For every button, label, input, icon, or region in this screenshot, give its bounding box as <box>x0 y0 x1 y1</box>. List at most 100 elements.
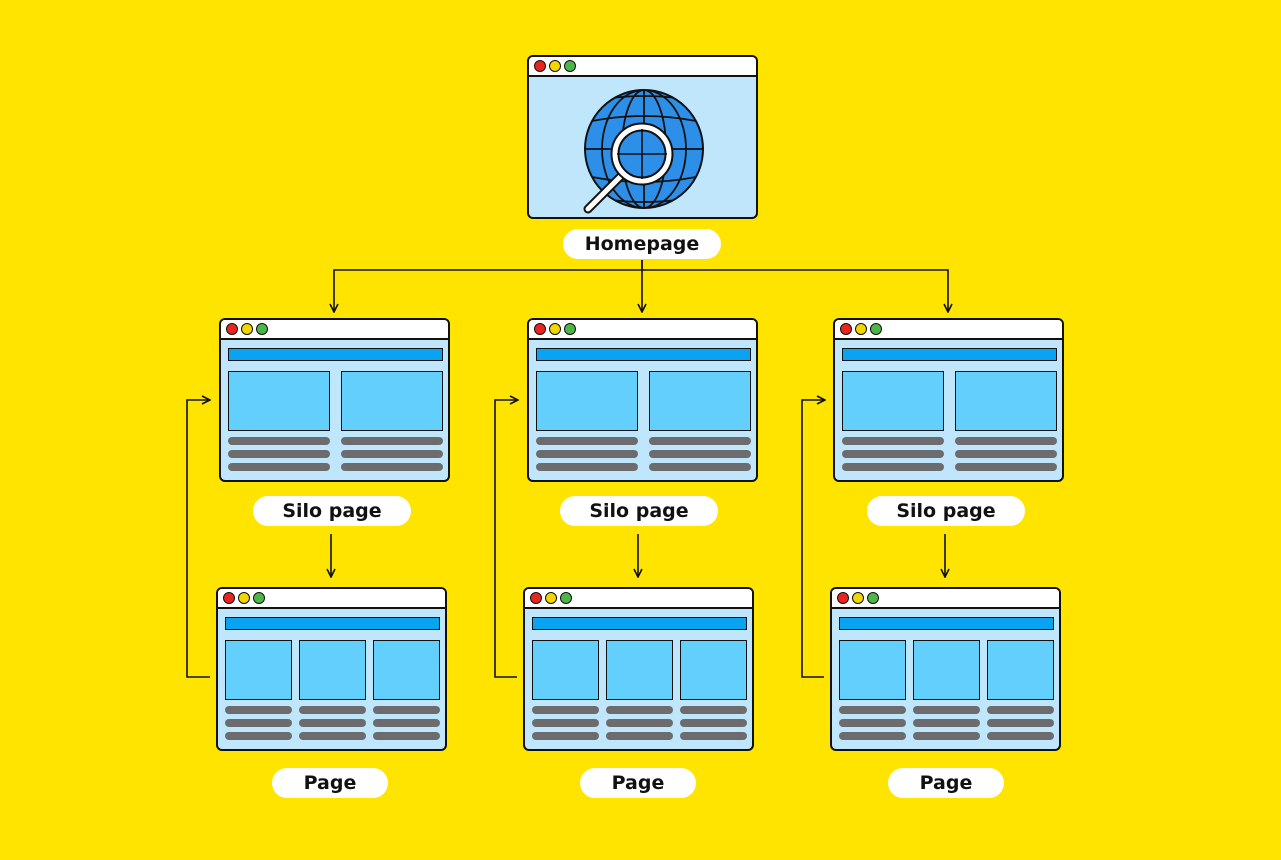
text-line <box>839 732 906 740</box>
text-line <box>225 706 292 714</box>
text-line <box>606 706 673 714</box>
text-line <box>649 437 751 445</box>
maximize-dot-icon <box>564 323 576 335</box>
text-line <box>680 706 747 714</box>
minimize-dot-icon <box>549 323 561 335</box>
silo-page-label: Silo page <box>560 496 718 526</box>
minimize-dot-icon <box>241 323 253 335</box>
window-titlebar <box>529 320 756 340</box>
content-tile <box>341 371 443 431</box>
text-line <box>532 732 599 740</box>
text-line <box>225 719 292 727</box>
text-line <box>842 437 944 445</box>
arrow-home-to-silo-3 <box>642 269 948 312</box>
maximize-dot-icon <box>870 323 882 335</box>
text-line <box>228 450 330 458</box>
text-line <box>373 732 440 740</box>
minimize-dot-icon <box>545 592 557 604</box>
content-tile <box>536 371 638 431</box>
text-line <box>341 437 443 445</box>
page-label: Page <box>272 768 388 798</box>
header-bar <box>536 348 751 361</box>
text-line <box>299 732 366 740</box>
page-label: Page <box>580 768 696 798</box>
content-tile <box>913 640 980 700</box>
text-line <box>228 437 330 445</box>
arrow-page-to-silo-1 <box>186 400 210 678</box>
window-titlebar <box>525 589 752 609</box>
maximize-dot-icon <box>564 60 576 72</box>
text-line <box>373 706 440 714</box>
content-tile <box>955 371 1057 431</box>
content-tile <box>225 640 292 700</box>
silo-page-window <box>527 318 758 482</box>
text-line <box>341 450 443 458</box>
text-line <box>225 732 292 740</box>
arrow-home-to-silo-1 <box>334 260 643 312</box>
page-window <box>523 587 754 751</box>
content-tile <box>532 640 599 700</box>
text-line <box>536 437 638 445</box>
close-dot-icon <box>837 592 849 604</box>
text-line <box>839 719 906 727</box>
minimize-dot-icon <box>852 592 864 604</box>
text-line <box>842 463 944 471</box>
text-line <box>532 706 599 714</box>
text-line <box>680 732 747 740</box>
header-bar <box>225 617 440 630</box>
header-bar <box>228 348 443 361</box>
homepage-label: Homepage <box>563 229 721 259</box>
minimize-dot-icon <box>549 60 561 72</box>
text-line <box>913 732 980 740</box>
text-line <box>987 719 1054 727</box>
text-line <box>680 719 747 727</box>
text-line <box>987 706 1054 714</box>
close-dot-icon <box>223 592 235 604</box>
homepage-window <box>527 55 758 219</box>
maximize-dot-icon <box>560 592 572 604</box>
content-tile <box>839 640 906 700</box>
text-line <box>606 719 673 727</box>
arrow-page-to-silo-3 <box>801 400 825 678</box>
maximize-dot-icon <box>867 592 879 604</box>
text-line <box>299 706 366 714</box>
content-tile <box>373 640 440 700</box>
text-line <box>536 463 638 471</box>
text-line <box>839 706 906 714</box>
page-window <box>216 587 447 751</box>
text-line <box>987 732 1054 740</box>
arrow-page-to-silo-2 <box>494 400 518 678</box>
maximize-dot-icon <box>256 323 268 335</box>
globe-search-icon <box>583 89 704 214</box>
content-tile <box>649 371 751 431</box>
window-titlebar <box>529 57 756 77</box>
text-line <box>536 450 638 458</box>
window-titlebar <box>221 320 448 340</box>
silo-page-window <box>219 318 450 482</box>
content-tile <box>987 640 1054 700</box>
close-dot-icon <box>840 323 852 335</box>
minimize-dot-icon <box>855 323 867 335</box>
text-line <box>955 437 1057 445</box>
text-line <box>913 719 980 727</box>
silo-page-window <box>833 318 1064 482</box>
header-bar <box>839 617 1054 630</box>
header-bar <box>532 617 747 630</box>
text-line <box>606 732 673 740</box>
text-line <box>299 719 366 727</box>
content-tile <box>606 640 673 700</box>
text-line <box>228 463 330 471</box>
header-bar <box>842 348 1057 361</box>
text-line <box>532 719 599 727</box>
text-line <box>955 463 1057 471</box>
silo-page-label: Silo page <box>253 496 411 526</box>
content-tile <box>680 640 747 700</box>
content-tile <box>228 371 330 431</box>
text-line <box>373 719 440 727</box>
silo-page-label: Silo page <box>867 496 1025 526</box>
maximize-dot-icon <box>253 592 265 604</box>
page-window <box>830 587 1061 751</box>
window-titlebar <box>835 320 1062 340</box>
close-dot-icon <box>530 592 542 604</box>
